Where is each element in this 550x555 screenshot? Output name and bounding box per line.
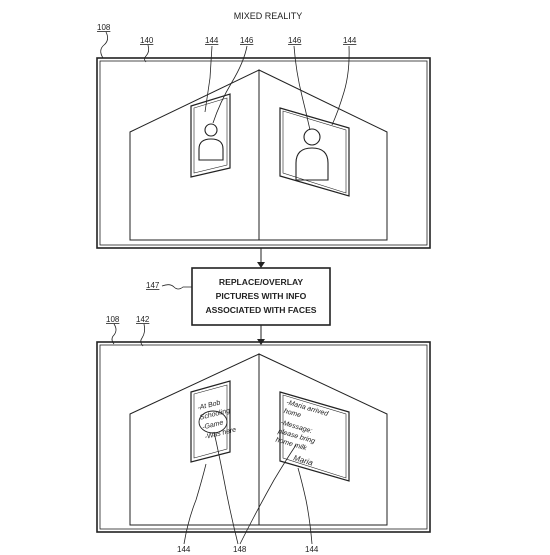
bottom-ref-picture-left-leader (183, 463, 207, 545)
top-ref-face-left-leader (212, 45, 248, 124)
top-ref-picture-left: 144 (205, 36, 219, 45)
top-right-face-icon (295, 128, 329, 181)
top-display-frame (96, 57, 431, 249)
top-ref-display-leader (100, 31, 108, 59)
top-panel: 108 140 144 146 146 144 (96, 23, 431, 249)
arrow-top-to-box-head (257, 262, 265, 268)
bottom-ref-display-leader (111, 323, 117, 345)
top-right-picture-inner (282, 110, 347, 194)
bottom-right-info-frame (279, 391, 350, 482)
bottom-left-info-text: -At Bob Schooling -Game -Was here (197, 399, 237, 441)
process-box-ref-leader (161, 284, 192, 290)
top-right-wall (258, 69, 388, 241)
bottom-display-inner-frame (99, 344, 428, 530)
bottom-ref-view: 142 (136, 315, 150, 324)
bottom-ref-info-leader-left (213, 431, 239, 545)
top-ref-picture-right-leader (331, 45, 350, 126)
top-ref-view-leader (144, 44, 150, 63)
process-box: REPLACE/OVERLAY PICTURES WITH INFO ASSOC… (191, 267, 331, 326)
process-box-line-3: ASSOCIATED WITH FACES (205, 305, 316, 315)
bottom-left-info-frame (190, 380, 231, 463)
top-display-inner-frame (99, 60, 428, 246)
bottom-display-frame (96, 341, 431, 533)
figure-title: MIXED REALITY (234, 11, 303, 21)
bottom-ref-view-leader (140, 323, 146, 347)
bottom-left-wall (129, 353, 260, 526)
bottom-left-info-inner (193, 384, 228, 459)
top-ref-display: 108 (97, 23, 111, 32)
top-right-picture-frame (279, 107, 350, 197)
bottom-right-info-inner (282, 394, 347, 479)
left-info-line-3: -Game (202, 419, 225, 431)
top-ref-face-right: 146 (288, 36, 302, 45)
top-left-picture-frame (190, 93, 231, 178)
right-info-line-2: home (283, 408, 302, 420)
bottom-ref-picture-left: 144 (177, 545, 191, 554)
bottom-ref-picture-right: 144 (305, 545, 319, 554)
top-ref-face-right-leader (293, 45, 311, 131)
process-box-frame (191, 267, 331, 326)
bottom-ref-picture-right-leader (297, 467, 313, 545)
top-left-face-icon (198, 123, 224, 161)
left-info-highlight (198, 410, 228, 434)
bottom-panel: -At Bob Schooling -Game -Was here -Maria… (96, 315, 431, 554)
top-ref-picture-right: 144 (343, 36, 357, 45)
top-left-wall (129, 69, 260, 241)
top-ref-face-left: 146 (240, 36, 254, 45)
top-ref-picture-left-leader (204, 45, 213, 113)
process-box-line-1: REPLACE/OVERLAY (219, 277, 303, 287)
bottom-ref-info-leader-right (239, 444, 297, 545)
bottom-right-info-text: -Maria arrived home -Message: please bri… (275, 399, 330, 467)
top-ref-view: 140 (140, 36, 154, 45)
top-left-picture-inner (193, 97, 228, 174)
bottom-ref-display: 108 (106, 315, 120, 324)
process-box-line-2: PICTURES WITH INFO (216, 291, 307, 301)
bottom-ref-info: 148 (233, 545, 247, 554)
process-box-ref: 147 (146, 281, 160, 290)
